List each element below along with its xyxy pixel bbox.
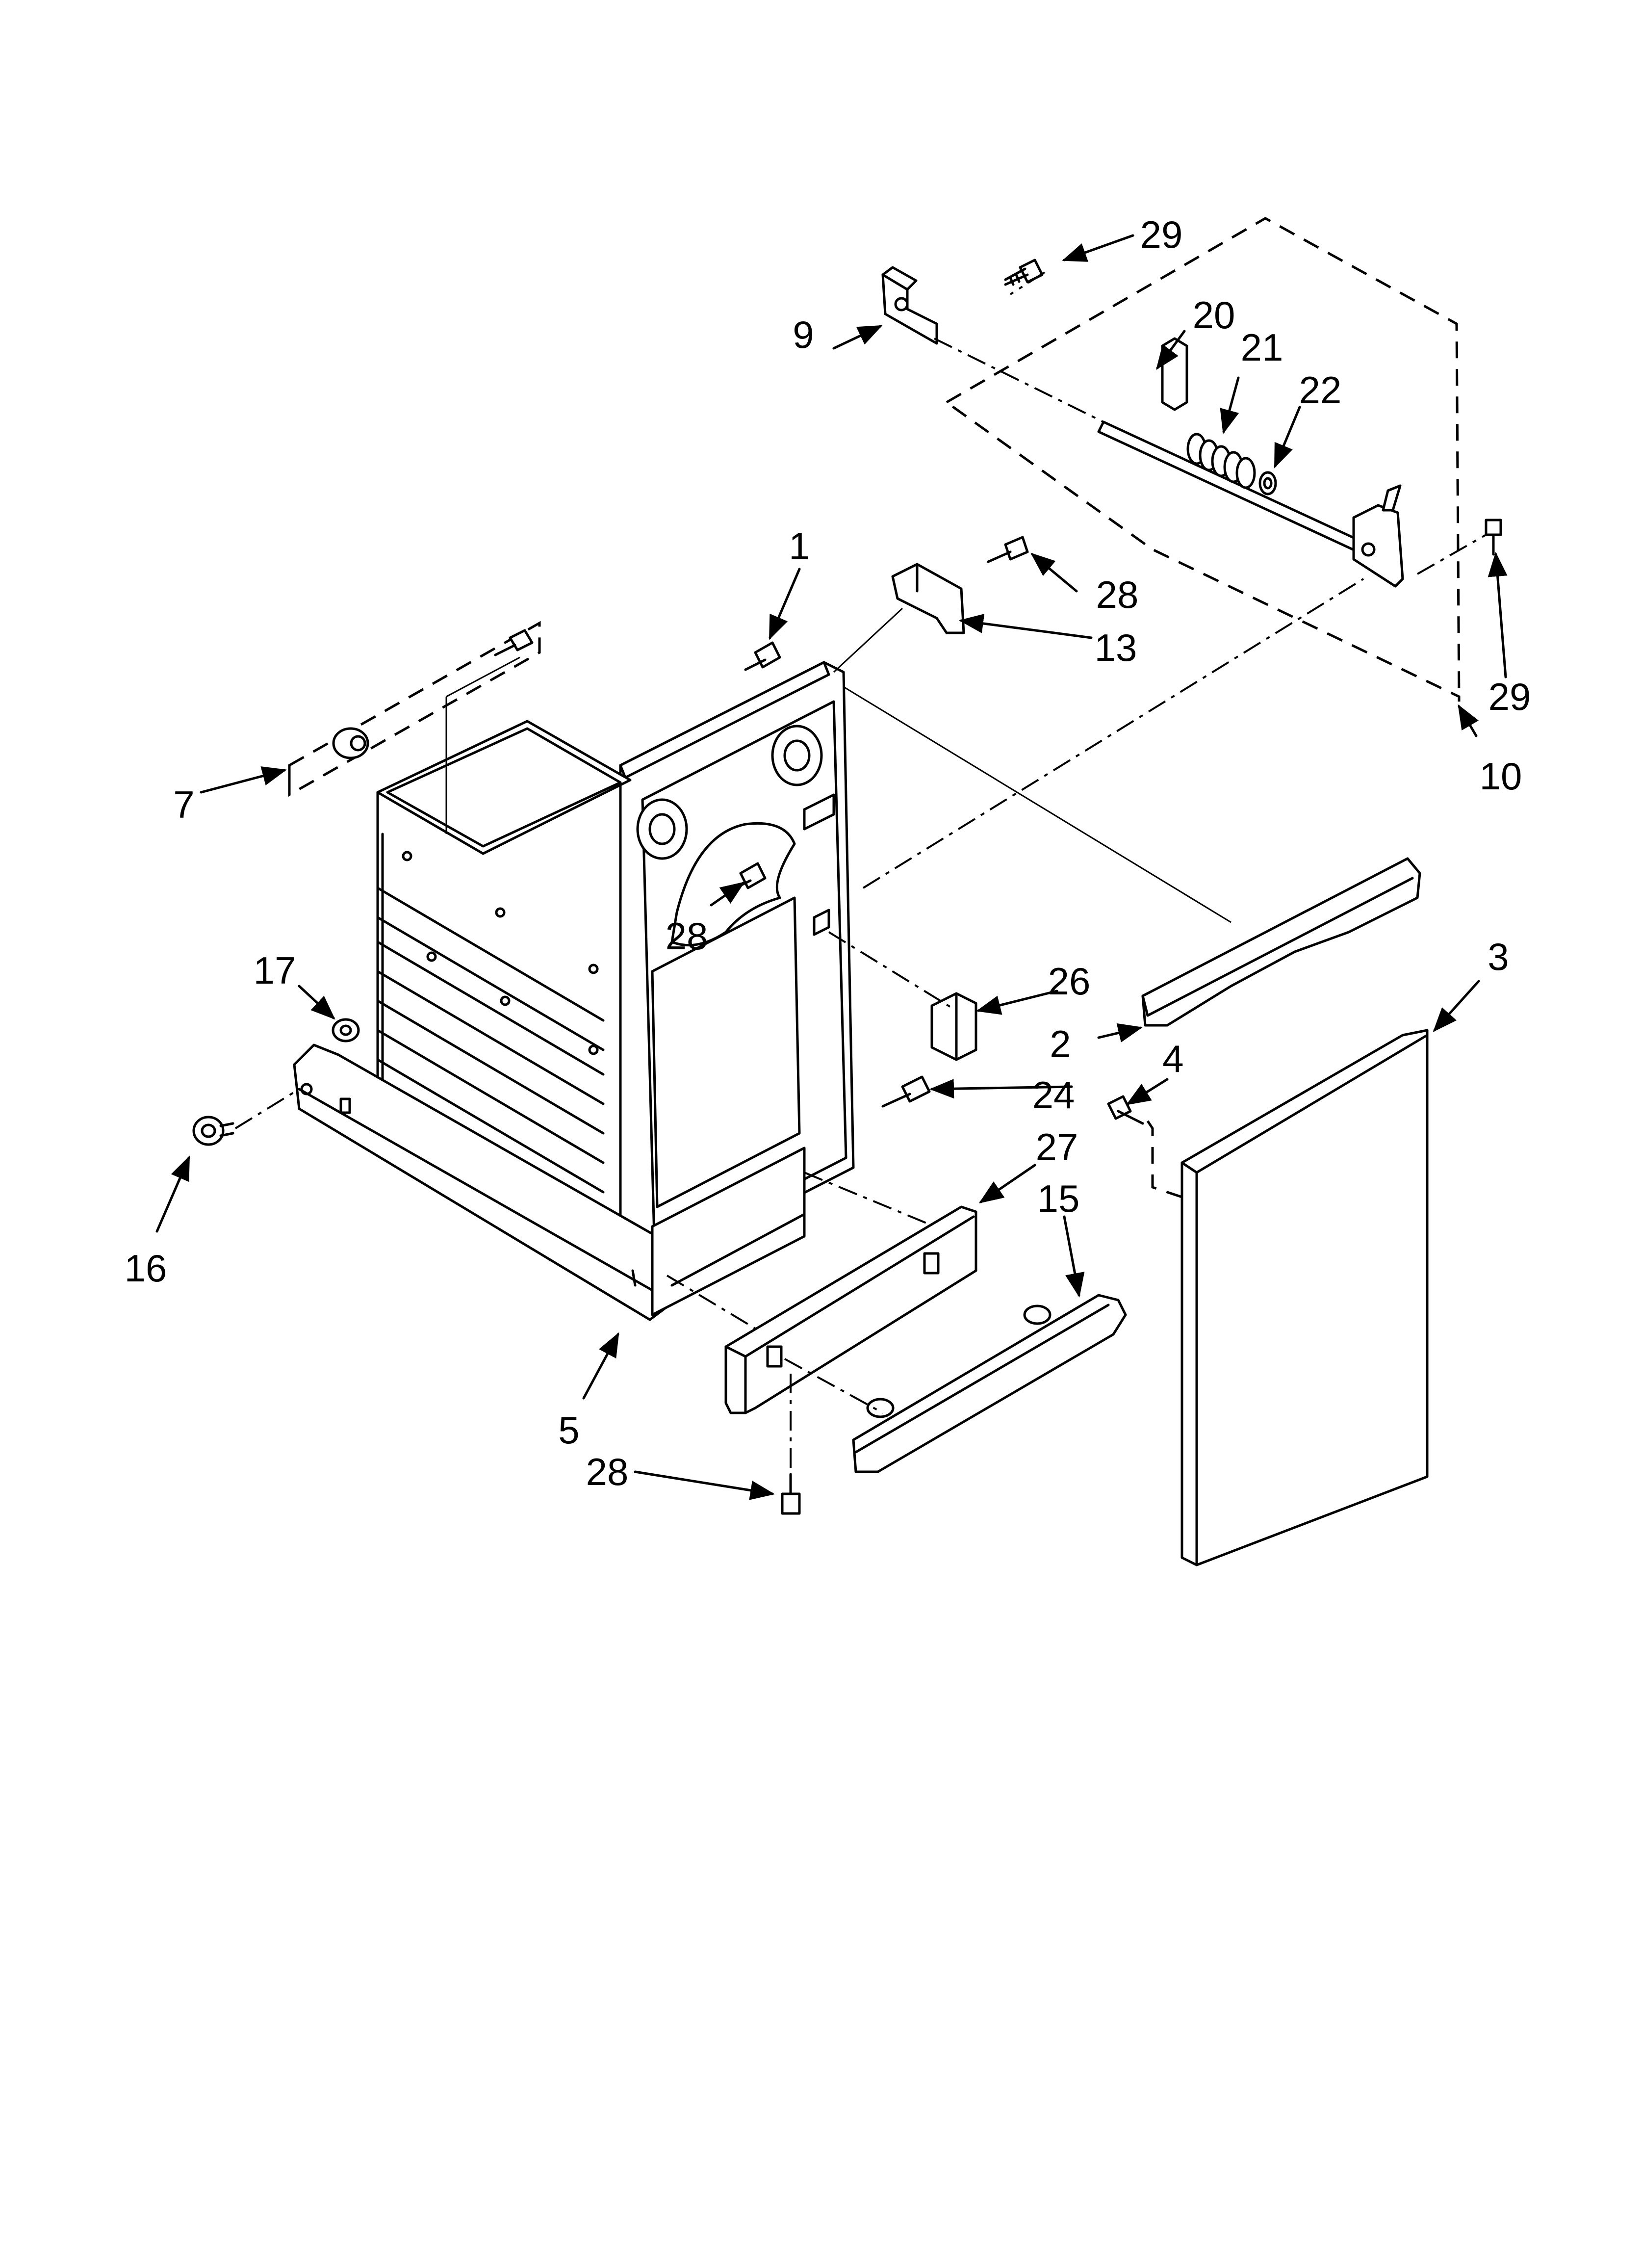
callout-15: 15	[1037, 1177, 1080, 1220]
callout-29: 29	[1140, 213, 1183, 256]
cabinet-frame	[376, 661, 855, 1272]
part-4-screw	[1107, 1095, 1144, 1125]
alignment-line	[234, 1088, 300, 1129]
callout-3: 3	[1488, 935, 1509, 978]
callout-2: 2	[1050, 1022, 1071, 1066]
base-channel	[651, 1147, 806, 1316]
alignment-line	[1009, 271, 1046, 295]
callout-9: 9	[793, 313, 814, 356]
part-29-screw-top	[1004, 259, 1044, 286]
alignment-line	[804, 1172, 947, 1232]
part-7-grommet	[332, 727, 369, 759]
alignment-line	[1417, 534, 1487, 575]
part-29-screw-right	[1485, 519, 1502, 556]
part-7-outline	[288, 621, 541, 834]
callout-17: 17	[253, 949, 296, 992]
alignment-line	[934, 338, 1114, 428]
alignment-line	[828, 931, 957, 1012]
alignment-line	[666, 1275, 766, 1335]
callout-16: 16	[124, 1247, 167, 1290]
callout-leaders	[155, 234, 1508, 1500]
part-2-top-rail	[1141, 857, 1421, 1027]
callout-24: 24	[1032, 1073, 1075, 1117]
alignment-line	[784, 1358, 883, 1414]
callout-26: 26	[1048, 960, 1091, 1003]
part-3-side-panel	[1180, 1029, 1429, 1566]
callout-13: 13	[1094, 626, 1137, 669]
callout-21: 21	[1240, 326, 1283, 369]
callout-4: 4	[1162, 1037, 1184, 1080]
part-10-hinge-plate	[1352, 484, 1404, 588]
part-26-clip	[930, 992, 977, 1061]
callout-28: 28	[1096, 573, 1139, 616]
alignment-line	[862, 578, 1364, 889]
part-15-toe-panel	[852, 1294, 1127, 1473]
part-17-nut	[332, 1018, 360, 1043]
callout-10: 10	[1479, 755, 1522, 798]
part-24-screw	[881, 1075, 931, 1108]
callout-27: 27	[1035, 1125, 1078, 1169]
part-7-screw	[494, 629, 534, 656]
part-21-spring	[1186, 433, 1256, 489]
callout-1: 1	[789, 524, 810, 568]
part-1-screw	[744, 641, 781, 671]
callout-20: 20	[1192, 293, 1235, 337]
part-16-leveling-foot	[192, 1116, 234, 1146]
callout-5: 5	[558, 1408, 580, 1452]
alignment-line	[1146, 1120, 1182, 1199]
alignment-line	[843, 686, 1232, 923]
callout-29: 29	[1488, 675, 1531, 718]
callout-7: 7	[173, 783, 195, 826]
hinge-assembly-outline	[944, 217, 1461, 702]
part-9-hinge-bracket	[881, 266, 938, 345]
part-28-screw-bracket	[987, 536, 1029, 563]
part-13-bracket	[891, 563, 965, 634]
part-28-screw-bottom	[781, 1473, 801, 1515]
callout-28: 28	[586, 1450, 629, 1493]
part-22-washer	[1258, 471, 1277, 495]
callout-28: 28	[665, 914, 708, 958]
callout-22: 22	[1299, 368, 1342, 412]
alignment-line	[833, 607, 903, 673]
